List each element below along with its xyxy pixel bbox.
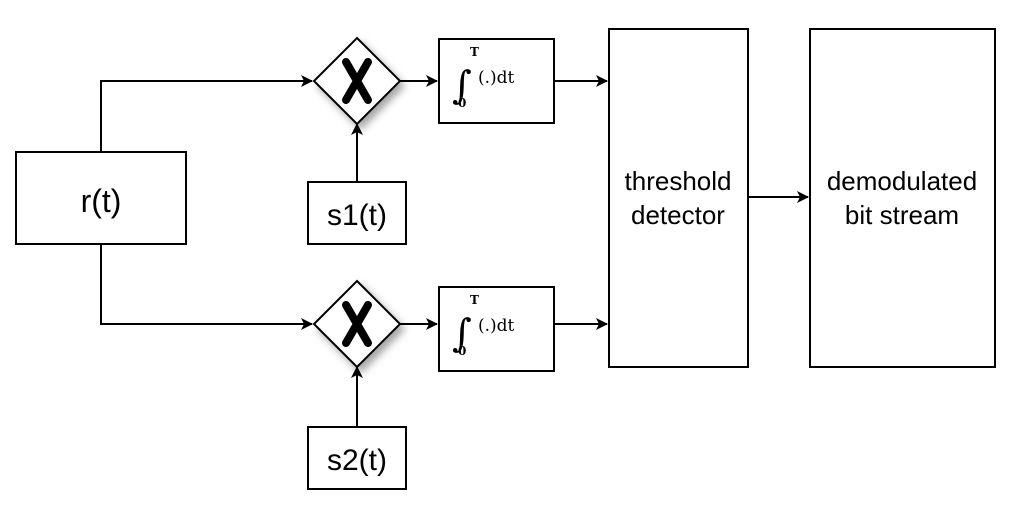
connectors [100, 75, 809, 427]
threshold-detector-block: threshold detector [608, 28, 749, 368]
detector-label-line-2: detector [631, 200, 725, 230]
reference-1-block: s1(t) [307, 181, 407, 245]
integral-lower-limit: 0 [458, 344, 466, 358]
multiplier-1 [312, 36, 402, 126]
integrator-1: ∫ T 0 (.)dt [438, 38, 555, 124]
integral-sign: ∫ [452, 63, 472, 107]
integral-sign: ∫ [452, 311, 472, 355]
input-label: r(t) [81, 183, 122, 219]
input-block: r(t) [15, 151, 187, 245]
reference-2-label: s2(t) [327, 444, 387, 477]
multiply-icon [342, 58, 372, 104]
detector-label-line-1: threshold [625, 166, 732, 196]
integrand: (.)dt [478, 316, 515, 336]
output-label-line-2: bit stream [845, 200, 959, 230]
integrand: (.)dt [478, 68, 515, 88]
multiplier-2 [312, 279, 402, 369]
output-label-line-1: demodulated [827, 166, 977, 196]
multiply-icon [342, 301, 372, 347]
integral-upper-limit: T [470, 45, 479, 59]
integrator-2: ∫ T 0 (.)dt [438, 286, 555, 372]
output-block: demodulated bit stream [809, 28, 996, 368]
arrow-r-to-mixer2 [100, 244, 313, 330]
reference-2-block: s2(t) [307, 426, 407, 490]
arrow-r-to-mixer1 [100, 75, 313, 152]
integral-upper-limit: T [470, 293, 479, 307]
reference-1-label: s1(t) [327, 199, 387, 232]
integral-lower-limit: 0 [458, 96, 466, 110]
